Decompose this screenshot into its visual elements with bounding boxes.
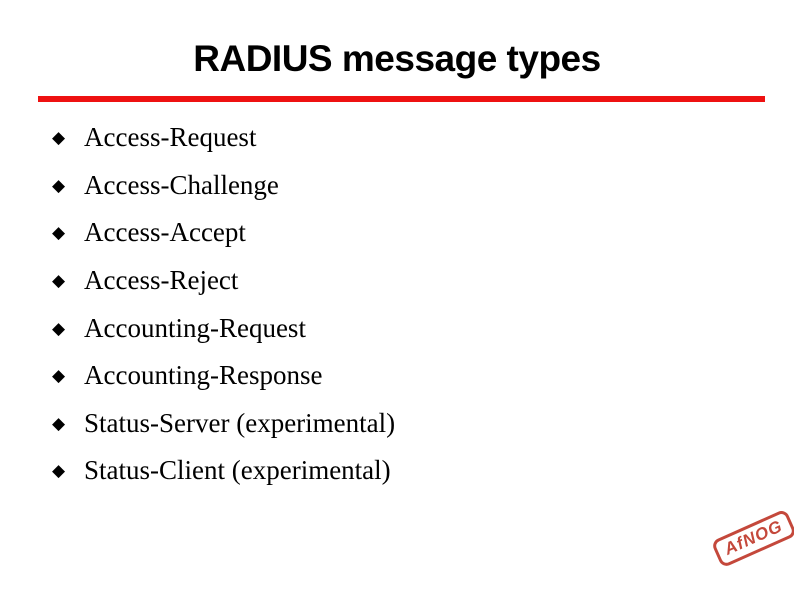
list-item: ◆ Access-Accept [52,209,395,257]
diamond-bullet-icon: ◆ [52,223,66,243]
diamond-bullet-icon: ◆ [52,128,66,148]
list-item-label: Access-Accept [84,217,246,248]
diamond-bullet-icon: ◆ [52,413,66,433]
diamond-bullet-icon: ◆ [52,461,66,481]
list-item-label: Status-Client (experimental) [84,455,391,486]
title-divider-line [38,96,765,102]
list-item: ◆ Status-Client (experimental) [52,447,395,495]
list-item: ◆ Access-Challenge [52,162,395,210]
list-item: ◆ Status-Server (experimental) [52,400,395,448]
list-item-label: Access-Reject [84,265,239,296]
diamond-bullet-icon: ◆ [52,366,66,386]
list-item-label: Accounting-Response [84,360,323,391]
list-item-label: Status-Server (experimental) [84,407,396,438]
diamond-bullet-icon: ◆ [52,318,66,338]
list-item-label: Access-Request [84,122,257,153]
diamond-bullet-icon: ◆ [52,175,66,195]
list-item-label: Access-Challenge [84,169,279,200]
message-types-list: ◆ Access-Request ◆ Access-Challenge ◆ Ac… [52,114,395,495]
list-item-label: Accounting-Request [84,312,306,343]
list-item: ◆ Accounting-Request [52,304,395,352]
page-title: RADIUS message types [193,38,601,79]
list-item: ◆ Access-Reject [52,257,395,305]
afnog-stamp-logo: AfNOG [710,508,794,569]
list-item: ◆ Access-Request [52,114,395,162]
diamond-bullet-icon: ◆ [52,271,66,291]
list-item: ◆ Accounting-Response [52,352,395,400]
